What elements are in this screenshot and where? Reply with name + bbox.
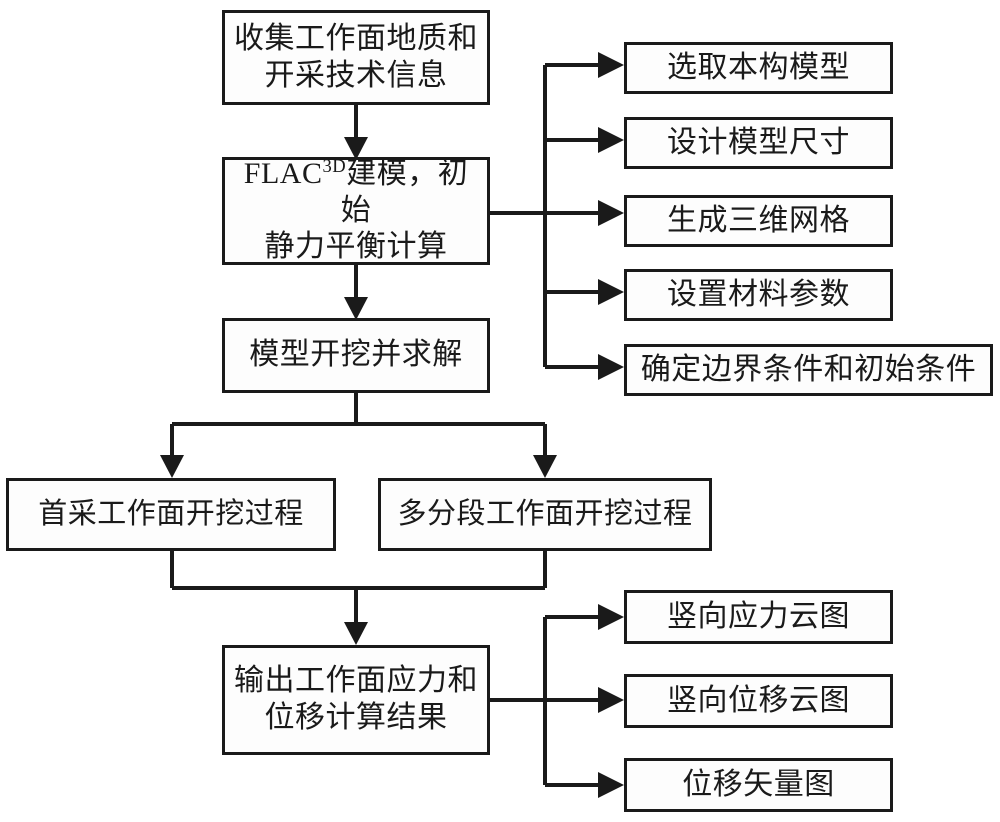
node-model-excavation-solve[interactable]: 模型开挖并求解 [222, 318, 490, 393]
node-design-model-dimensions[interactable]: 设计模型尺寸 [624, 117, 893, 169]
edge-merge-to-output [170, 551, 547, 645]
flac-rest-text: 建模，初始 静力平衡计算 [264, 157, 469, 264]
edge-output-to-results-bus [490, 604, 624, 798]
edge-excavate-split [160, 393, 557, 478]
node-multi-segment-face-excavation[interactable]: 多分段工作面开挖过程 [378, 478, 712, 551]
node-select-constitutive-model[interactable]: 选取本构模型 [624, 42, 893, 94]
node-define-boundary-initial-conditions[interactable]: 确定边界条件和初始条件 [624, 344, 993, 396]
edge-collect-to-flac [344, 105, 368, 160]
node-generate-3d-mesh[interactable]: 生成三维网格 [624, 195, 893, 247]
edge-flac-to-modeling-bus [490, 52, 624, 380]
edge-flac-to-excavate [344, 265, 368, 320]
node-displacement-vector-diagram[interactable]: 位移矢量图 [624, 758, 893, 812]
node-vertical-displacement-contour[interactable]: 竖向位移云图 [624, 674, 893, 728]
node-flac3d-label: FLAC3D建模，初始 静力平衡计算 [231, 156, 481, 266]
flac-text: FLAC [243, 157, 323, 191]
node-collect-info[interactable]: 收集工作面地质和 开采技术信息 [222, 10, 490, 105]
node-first-mining-face-excavation[interactable]: 首采工作面开挖过程 [6, 478, 336, 551]
node-flac3d-modeling[interactable]: FLAC3D建模，初始 静力平衡计算 [222, 157, 490, 265]
node-set-material-parameters[interactable]: 设置材料参数 [624, 269, 893, 321]
node-output-stress-displacement[interactable]: 输出工作面应力和 位移计算结果 [222, 645, 490, 755]
node-vertical-stress-contour[interactable]: 竖向应力云图 [624, 590, 893, 644]
flac-superscript-3d: 3D [322, 156, 347, 178]
